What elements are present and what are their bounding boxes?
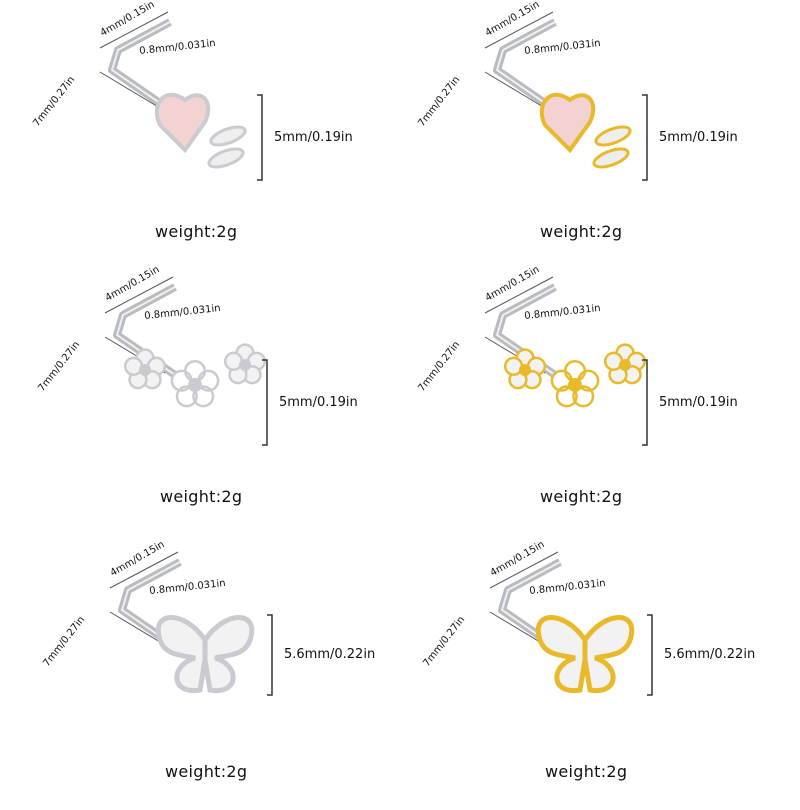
- height-dimension-bracket: [642, 359, 648, 446]
- heart-jewel: [154, 92, 247, 169]
- weight-label: weight:2g: [165, 762, 248, 781]
- product-panel-butterfly-gold: 4mm/0.15in 0.8mm/0.031in 7mm/0.27in 5.6m…: [390, 539, 790, 810]
- height-dimension-bracket: [262, 359, 268, 446]
- length-dimension-line: [484, 71, 546, 109]
- height-label: 5.6mm/0.22in: [664, 647, 756, 662]
- jewelry-illustration: [99, 11, 263, 181]
- weight-label: weight:2g: [540, 487, 623, 506]
- height-dimension-bracket: [257, 94, 263, 181]
- jewelry-illustration: [104, 276, 268, 446]
- heart-jewel: [539, 92, 632, 169]
- weight-label: weight:2g: [545, 762, 628, 781]
- height-label: 5mm/0.19in: [659, 394, 738, 410]
- top-dimension-line: [484, 11, 554, 49]
- jewelry-illustration: [109, 551, 273, 696]
- product-panel-flowers-silver: 4mm/0.15in 0.8mm/0.031in 7mm/0.27in 5mm/…: [5, 264, 405, 535]
- weight-label: weight:2g: [540, 222, 623, 241]
- flower-jewel: [503, 343, 647, 408]
- jewelry-illustration: [489, 551, 653, 696]
- butterfly-jewel: [535, 615, 635, 694]
- flower-jewel: [123, 343, 267, 408]
- jewelry-illustration: [484, 11, 648, 181]
- top-dimension-line: [489, 551, 559, 589]
- weight-label: weight:2g: [155, 222, 238, 241]
- height-label: 5mm/0.19in: [274, 129, 353, 145]
- product-panel-flowers-gold: 4mm/0.15in 0.8mm/0.031in 7mm/0.27in 5mm/…: [385, 264, 785, 535]
- top-dimension-line: [484, 276, 554, 314]
- weight-label: weight:2g: [160, 487, 243, 506]
- height-label: 5.6mm/0.22in: [284, 647, 376, 662]
- product-panel-heart-silver: 4mm/0.15in 0.8mm/0.031in 7mm/0.27in 5mm/…: [0, 0, 400, 270]
- top-dimension-line: [109, 551, 179, 589]
- height-label: 5mm/0.19in: [279, 394, 358, 410]
- length-dimension-line: [99, 71, 161, 109]
- height-label: 5mm/0.19in: [659, 129, 738, 145]
- top-dimension-line: [104, 276, 174, 314]
- product-panel-butterfly-silver: 4mm/0.15in 0.8mm/0.031in 7mm/0.27in 5.6m…: [10, 539, 410, 810]
- height-dimension-bracket: [642, 94, 648, 181]
- height-dimension-bracket: [267, 614, 273, 696]
- top-dimension-line: [99, 11, 169, 49]
- product-panel-heart-gold: 4mm/0.15in 0.8mm/0.031in 7mm/0.27in 5mm/…: [385, 0, 785, 270]
- butterfly-jewel: [155, 615, 255, 694]
- height-dimension-bracket: [647, 614, 653, 696]
- jewelry-illustration: [484, 276, 648, 446]
